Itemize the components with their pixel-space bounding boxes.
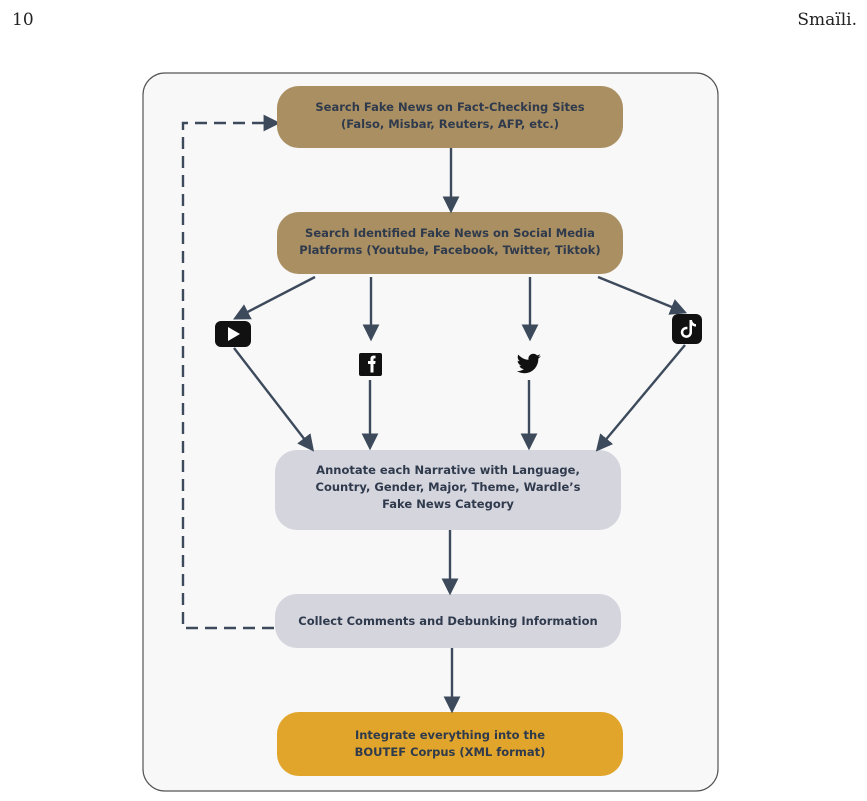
tiktok-icon [672, 314, 702, 344]
step5-line1: Integrate everything into the [355, 728, 545, 742]
page-number: 10 [12, 10, 34, 30]
step2-line1: Search Identified Fake News on Social Me… [305, 226, 595, 240]
diagram-panel [142, 72, 719, 792]
youtube-icon [215, 321, 251, 347]
step4-line1: Collect Comments and Debunking Informati… [298, 614, 597, 628]
step-search-social-media: Search Identified Fake News on Social Me… [277, 212, 623, 274]
step-annotate-narrative: Annotate each Narrative with Language, C… [275, 450, 621, 530]
step1-line1: Search Fake News on Fact-Checking Sites [315, 100, 584, 114]
author-running-head: Smaïli. [797, 10, 857, 30]
step5-line2: BOUTEF Corpus (XML format) [355, 745, 546, 759]
step-search-fact-checking: Search Fake News on Fact-Checking Sites … [277, 86, 623, 148]
twitter-icon [516, 353, 541, 374]
step2-line2: Platforms (Youtube, Facebook, Twitter, T… [299, 243, 600, 257]
step-integrate-corpus: Integrate everything into the BOUTEF Cor… [277, 712, 623, 776]
feedback-loop-arrow [181, 114, 281, 630]
step3-line3: Fake News Category [382, 497, 514, 511]
arrow-youtube-to-annotate [233, 347, 315, 452]
arrow-tiktok-to-annotate [595, 344, 686, 452]
step3-line2: Country, Gender, Major, Theme, Wardle’s [316, 480, 581, 494]
step1-line2: (Falso, Misbar, Reuters, AFP, etc.) [341, 117, 559, 131]
arrow-to-tiktok [597, 275, 688, 315]
arrow-to-youtube [233, 275, 316, 320]
facebook-icon [359, 353, 382, 376]
step3-line1: Annotate each Narrative with Language, [316, 463, 580, 477]
step-collect-comments: Collect Comments and Debunking Informati… [275, 594, 621, 648]
